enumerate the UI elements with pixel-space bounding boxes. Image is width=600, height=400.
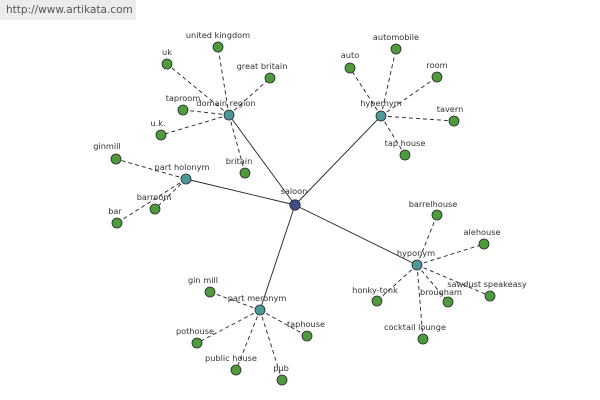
term-node-tavern[interactable] [448,115,460,127]
term-label-gin-mill: gin mill [188,275,218,285]
term-label-taproom: taproom [166,93,201,103]
term-label-uk: uk [162,47,172,57]
edge-hyponym-brougham [416,264,449,303]
term-label-public-house: public house [205,353,257,363]
term-label-auto: auto [341,50,359,60]
term-node-ginmill[interactable] [110,153,122,165]
term-node-sawdust-speakeasy[interactable] [484,290,496,302]
term-node-pothouse[interactable] [191,337,203,349]
url-link[interactable]: http://www.artikata.com [0,0,136,20]
term-label-tap-house: tap house [385,138,426,148]
edge-domain-region-britain [228,114,246,174]
edge-domain-region-u-k [160,114,230,136]
relation-label-part-meronym: part meronym [228,293,287,303]
edge-hyponym-alehouse [416,243,485,266]
term-label-brougham: brougham [420,287,462,297]
term-node-automobile[interactable] [390,43,402,55]
relation-node-hypernym[interactable] [375,110,387,122]
term-node-gin-mill[interactable] [204,286,216,298]
edge-domain-region-uk [166,63,230,116]
term-node-britain[interactable] [239,167,251,179]
relation-label-domain-region: domain region [196,98,255,108]
term-label-tavern: tavern [437,104,464,114]
edge-part-holonym-ginmill [115,158,187,180]
edge-hyponym-sawdust-speakeasy [416,264,491,297]
term-node-uk[interactable] [161,58,173,70]
edge-hyponym-barrelhouse [416,214,438,266]
edge-part-meronym-pub [259,309,283,381]
term-label-britain: britain [226,156,253,166]
term-label-barrelhouse: barrelhouse [409,199,458,209]
term-label-barroom: barroom [137,192,172,202]
term-label-room: room [426,60,447,70]
edge-hypernym [294,115,382,206]
edge-hyponym [294,204,418,266]
term-node-room[interactable] [431,71,443,83]
edge-domain-region-united-kingdom [217,46,230,116]
root-label-saloon: saloon [281,186,308,196]
term-label-great-britain: great britain [237,61,288,71]
relation-label-hyponym: hyponym [397,248,435,258]
term-label-u-k: u.k. [150,118,165,128]
term-node-taphouse[interactable] [301,330,313,342]
term-node-taproom[interactable] [177,104,189,116]
edge-part-meronym-pothouse [196,309,261,344]
term-node-public-house[interactable] [230,364,242,376]
term-node-barrelhouse[interactable] [431,209,443,221]
edge-part-holonym [185,178,296,206]
relation-node-domain-region[interactable] [223,109,235,121]
edge-hyponym-honky-tonk [376,264,418,302]
term-label-honky-tonk: honky-tonk [352,285,398,295]
edge-domain-region-taproom [182,109,230,116]
relation-node-part-meronym[interactable] [254,304,266,316]
edge-hyponym-cocktail-lounge [416,264,424,340]
term-node-alehouse[interactable] [478,238,490,250]
edge-part-meronym-public-house [235,309,261,371]
term-node-bar[interactable] [111,217,123,229]
term-node-brougham[interactable] [442,296,454,308]
term-label-pothouse: pothouse [176,326,214,336]
edge-hypernym-tap-house [380,115,406,156]
edge-part-meronym [259,204,296,311]
edge-part-meronym-gin-mill [209,291,261,311]
edge-hypernym-room [380,76,438,117]
term-node-tap-house[interactable] [399,149,411,161]
edge-domain-region [228,114,296,206]
relation-label-part-holonym: part holonym [155,162,210,172]
relation-node-hyponym[interactable] [411,259,423,271]
term-node-u-k[interactable] [155,129,167,141]
term-label-united-kingdom: united kingdom [186,30,250,40]
term-label-sawdust-speakeasy: sawdust speakeasy [447,279,527,289]
edge-domain-region-great-britain [228,77,271,116]
term-label-bar: bar [108,206,122,216]
term-label-alehouse: alehouse [463,227,500,237]
root-node-saloon[interactable] [289,199,301,211]
term-node-cocktail-lounge[interactable] [417,333,429,345]
edge-hypernym-tavern [380,115,455,122]
relation-node-part-holonym[interactable] [180,173,192,185]
term-node-honky-tonk[interactable] [371,295,383,307]
term-label-taphouse: taphouse [287,319,325,329]
term-label-automobile: automobile [373,32,419,42]
term-node-pub[interactable] [276,374,288,386]
term-label-pub: pub [273,363,289,373]
edge-part-meronym-taphouse [259,309,308,337]
edge-hypernym-automobile [380,48,397,117]
edge-hypernym-auto [349,67,382,117]
term-node-auto[interactable] [344,62,356,74]
relation-label-hypernym: hypernym [360,98,402,108]
term-node-great-britain[interactable] [264,72,276,84]
edge-part-holonym-barroom [154,178,187,210]
term-label-cocktail-lounge: cocktail lounge [384,322,446,332]
term-label-ginmill: ginmill [93,141,120,151]
term-node-united-kingdom[interactable] [212,41,224,53]
term-node-barroom[interactable] [149,203,161,215]
